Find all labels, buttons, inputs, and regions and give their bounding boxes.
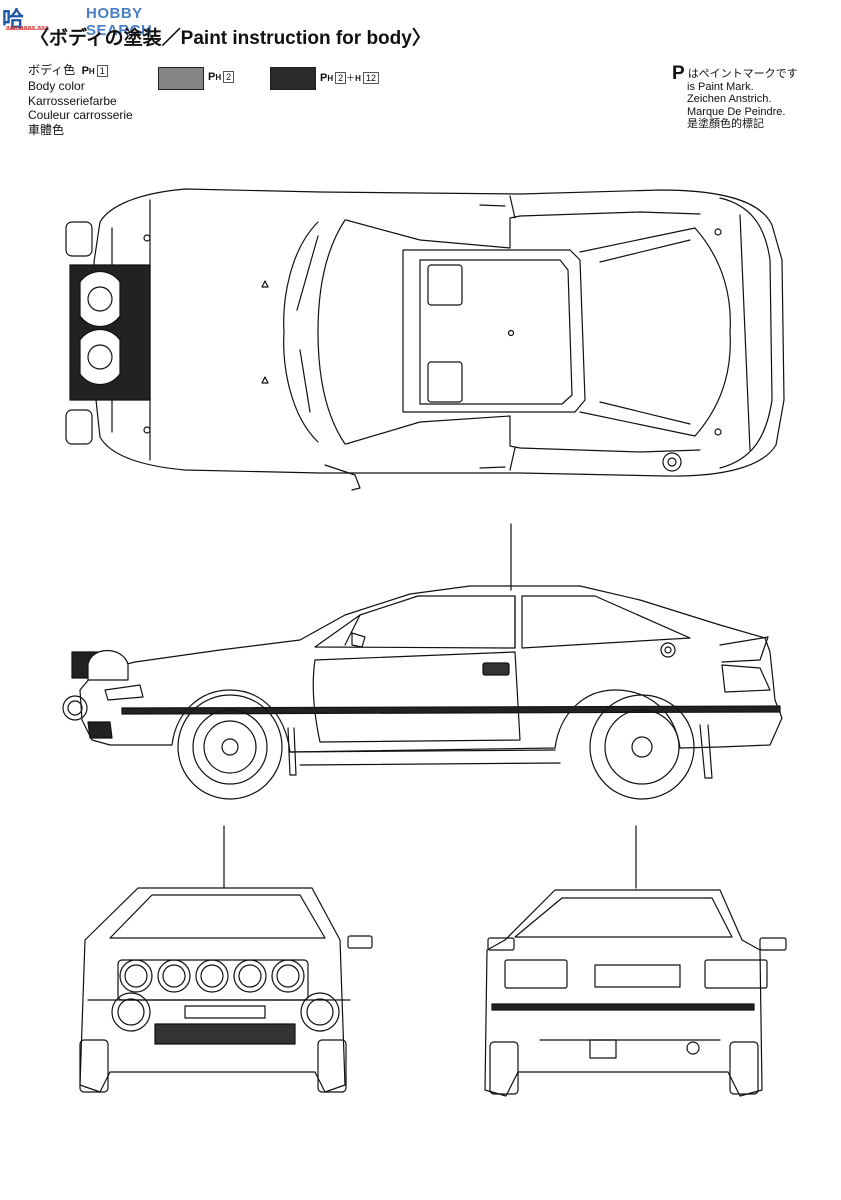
paint-mark-de: Zeichen Anstrich. [687, 93, 772, 105]
front-view-diagram [79, 825, 373, 1093]
page-title: 〈ボディの塗装／Paint instruction for body〉 [30, 28, 431, 49]
body-color-fr: Couleur carrosserie [28, 108, 133, 123]
body-color-jp: ボディ色 [28, 63, 76, 77]
paint-mark-en: is Paint Mark. [687, 80, 754, 93]
paint-mark-jp: はペイントマークです [687, 68, 798, 80]
body-color-en: Body color [28, 79, 85, 94]
watermark: 哈 HOBBY SEARCH aaa.aaaa.aaa [0, 2, 180, 39]
watermark-logo: 哈 [2, 8, 25, 33]
top-view-diagram [65, 188, 785, 491]
paint-number-box: 1 [96, 65, 108, 77]
paint-code: PH [81, 65, 95, 77]
body-color-zh: 車體色 [28, 122, 65, 137]
paint-mark-fr: Marque De Peindre. [687, 105, 786, 118]
color-swatch-gray [158, 67, 204, 90]
body-color-de: Karrosseriefarbe [28, 93, 117, 108]
paint-mark-zh: 是塗顏色的標記 [687, 118, 764, 130]
watermark-text: HOBBY SEARCH [86, 5, 153, 39]
paint-mark-letter: P [672, 63, 685, 84]
rear-view-diagram [484, 825, 787, 1097]
watermark-subtext: aaa.aaaa.aaa [6, 25, 49, 32]
color-swatch-dark [270, 67, 316, 90]
side-view-diagram [62, 523, 783, 800]
